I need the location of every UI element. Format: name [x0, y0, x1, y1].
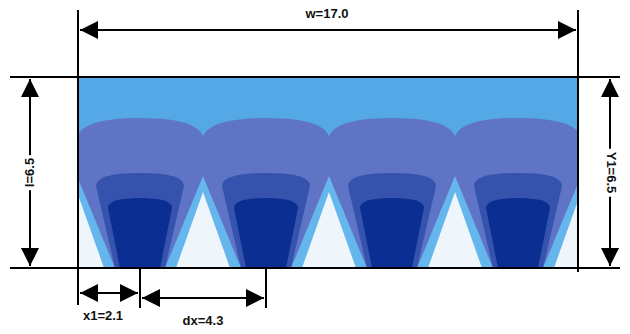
pattern-shape: [234, 198, 298, 268]
pattern-shape: [360, 198, 424, 268]
pattern-shape: [302, 192, 356, 268]
height-dimension: Y1=6.5: [604, 148, 619, 196]
pattern-shape: [108, 198, 172, 268]
pattern-shape: [222, 173, 310, 268]
spacing-dimension: dx=4.3: [180, 313, 227, 328]
pattern-shape: [348, 173, 436, 268]
pattern-shape: [486, 198, 550, 268]
length-dimension: l=6.5: [23, 154, 38, 189]
width-dimension: w=17.0: [302, 6, 351, 21]
pattern-shape: [474, 173, 562, 268]
pattern-shape: [96, 173, 184, 268]
offset-dimension: x1=2.1: [80, 308, 126, 323]
pattern-shape: [428, 192, 482, 268]
pattern-shape: [176, 192, 230, 268]
